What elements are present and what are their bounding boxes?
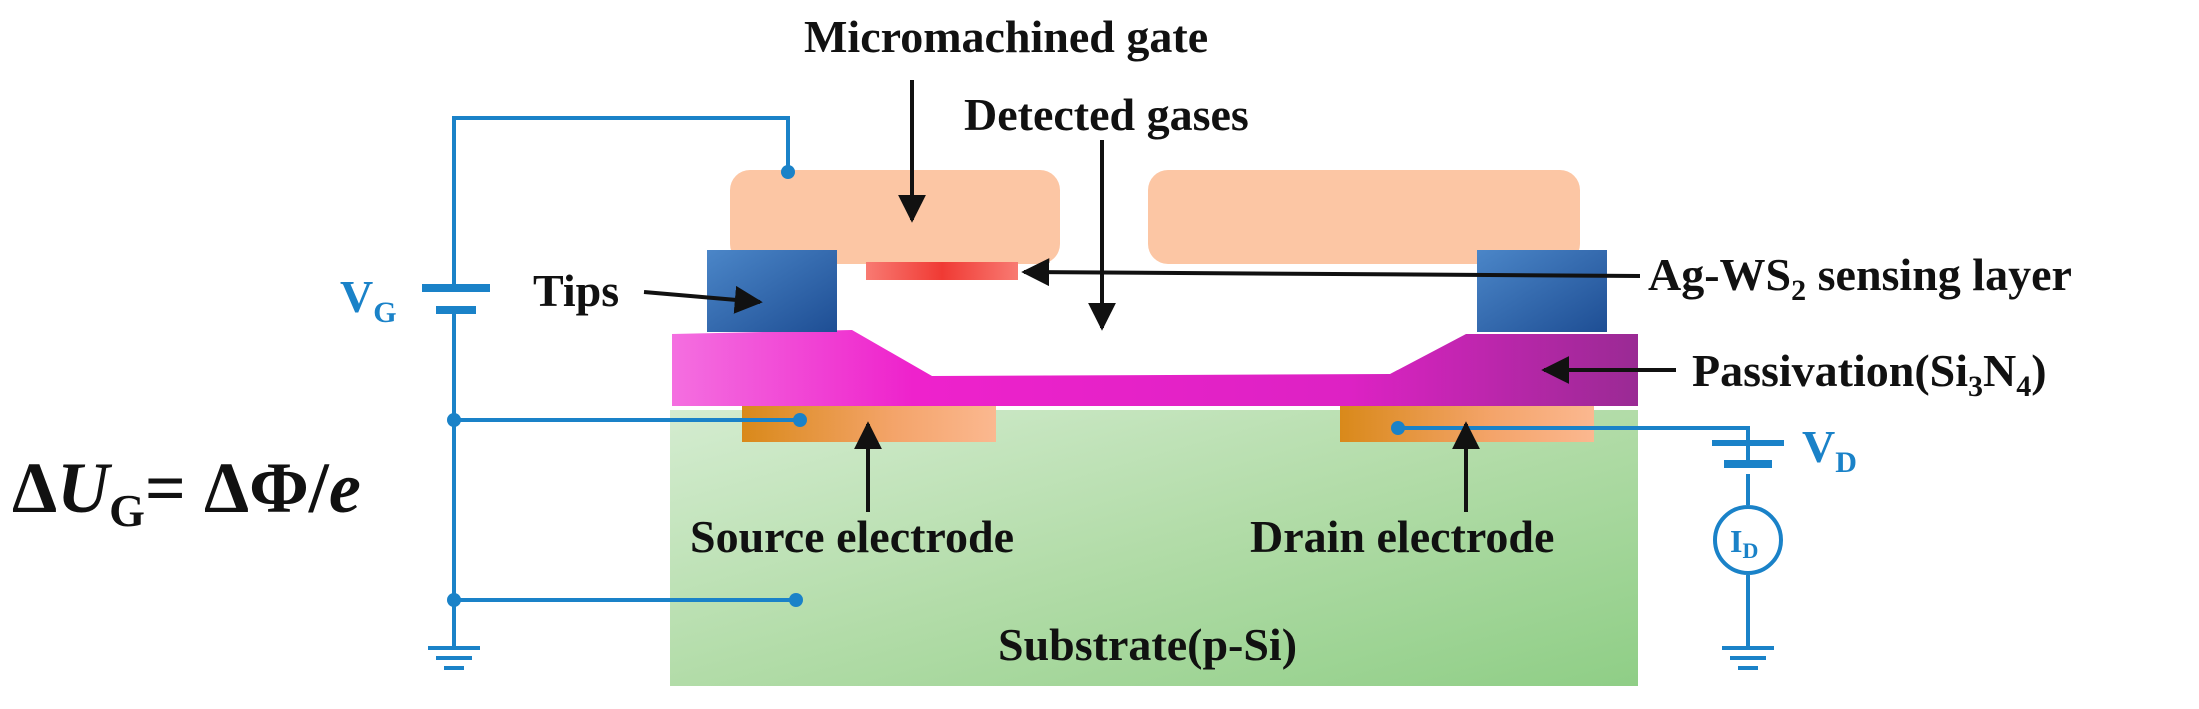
connection-dots [447, 165, 1405, 607]
annotation-arrows [643, 80, 1676, 512]
gate-wire [452, 116, 790, 600]
tip-left [707, 250, 837, 332]
substrate-block [670, 410, 1638, 686]
tip-right [1477, 250, 1607, 332]
drain-wire [1398, 426, 1750, 462]
equation-label: ΔUG= ΔΦ/e [12, 448, 361, 536]
vg-label: VG [340, 271, 397, 329]
drain-electrode-label: Drain electrode [1250, 511, 1554, 562]
circuit-wiring [452, 116, 1750, 640]
ground-icon [428, 600, 480, 670]
tips-arrow [643, 285, 763, 314]
vd-battery-symbol [1712, 440, 1784, 468]
gate-right [1148, 170, 1580, 264]
vg-battery-symbol [422, 284, 490, 314]
substrate-label: Substrate(p-Si) [998, 619, 1297, 670]
tips-label: Tips [533, 265, 619, 316]
id-ammeter-symbol [1713, 505, 1783, 575]
sensing-layer-arrow [1021, 258, 1641, 287]
ground-icon [1722, 640, 1774, 670]
gate-left [730, 170, 1060, 264]
sensing-layer-block [866, 262, 1018, 280]
passivation-layer [672, 330, 1638, 406]
source-electrode-label: Source electrode [690, 511, 1014, 562]
passivation-label: Passivation(Si3N4) [1692, 345, 2047, 403]
id-label: ID [1730, 523, 1758, 563]
sensing-layer-label: Ag-WS2 sensing layer [1648, 249, 2072, 307]
vd-label: VD [1802, 421, 1857, 479]
detected-gases-label: Detected gases [964, 89, 1249, 140]
micromachined-gate-label: Micromachined gate [804, 11, 1208, 62]
